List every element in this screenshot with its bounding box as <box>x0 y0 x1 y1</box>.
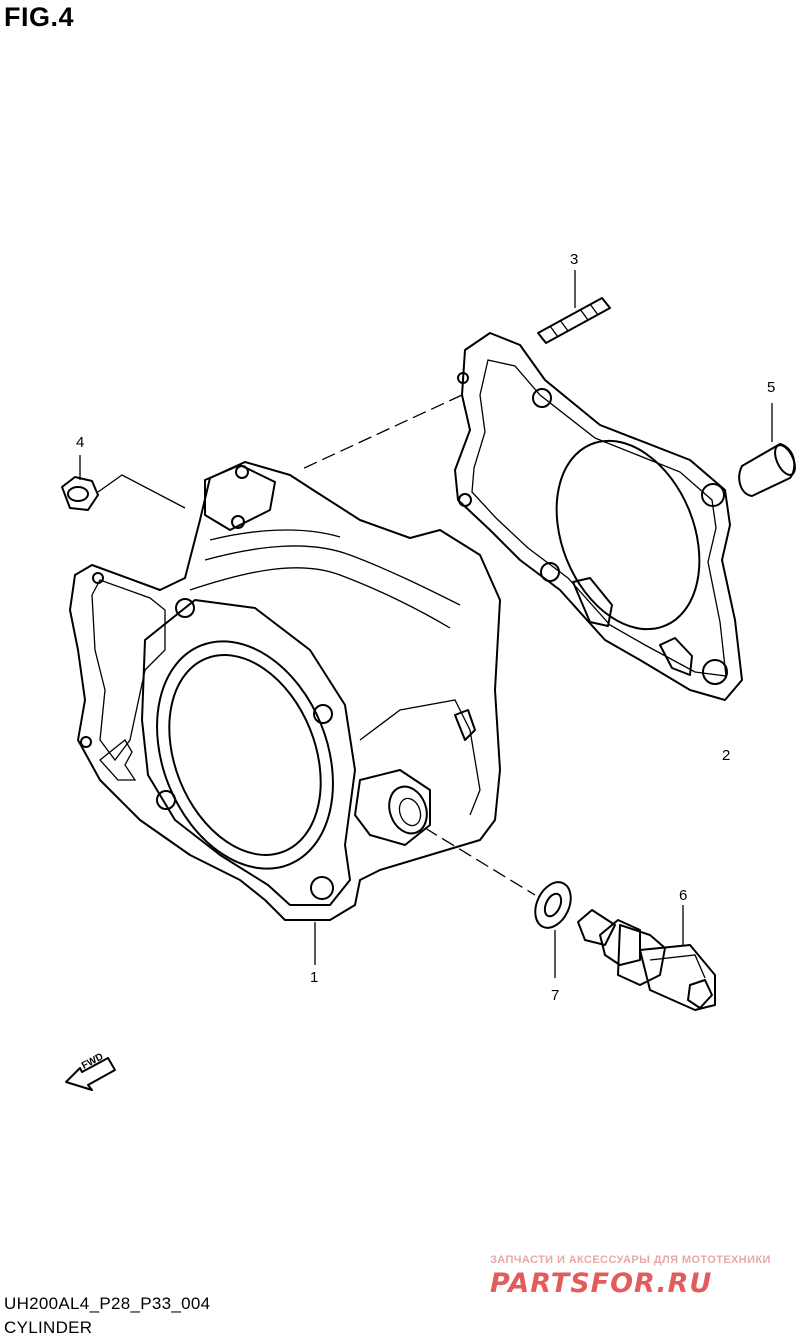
stud-bolt <box>537 270 611 344</box>
cylinder-block <box>69 461 501 965</box>
callout-part-1: 1 <box>310 969 319 986</box>
cap-nut <box>61 455 186 511</box>
watermark-logo: PARTSFOR.RU <box>490 1268 713 1299</box>
callout-part-5: 5 <box>767 379 776 396</box>
assembly-guide-lines <box>299 394 536 896</box>
callout-part-2: 2 <box>722 747 731 764</box>
diagram-code: UH200AL4_P28_P33_004 <box>4 1294 211 1313</box>
cylinder-base-gasket <box>454 332 743 701</box>
arrow-left-icon <box>65 1057 116 1091</box>
diagram-name: CYLINDER <box>4 1318 93 1337</box>
callout-part-7: 7 <box>551 987 560 1004</box>
watermark-tagline: ЗАПЧАСТИ И АКСЕССУАРЫ ДЛЯ МОТОТЕХНИКИ <box>490 1254 771 1266</box>
callout-part-4: 4 <box>76 434 85 451</box>
callout-part-3: 3 <box>570 251 579 268</box>
dowel-pin <box>738 403 796 497</box>
forward-direction-marker <box>65 1057 116 1091</box>
sealing-washer <box>534 881 572 978</box>
figure-title: FIG.4 <box>4 2 75 32</box>
temperature-sensor <box>577 905 716 1011</box>
callout-part-6: 6 <box>679 887 688 904</box>
